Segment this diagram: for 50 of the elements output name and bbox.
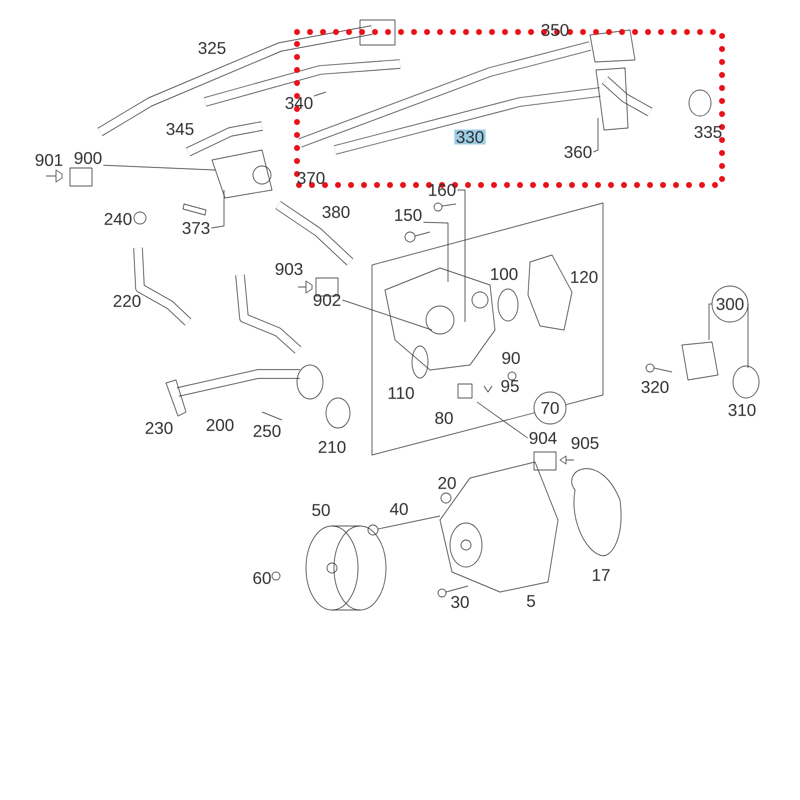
callout-number: 150 xyxy=(395,208,422,222)
callout-number: 80 xyxy=(435,412,453,424)
callout-number: 160 xyxy=(429,184,456,196)
callout-number: 900 xyxy=(74,152,102,164)
callout-number: 903 xyxy=(276,262,302,276)
callout-number: 345 xyxy=(166,122,194,136)
callout-number: 373 xyxy=(182,222,210,234)
leader-line xyxy=(103,164,216,170)
callout-number: 380 xyxy=(322,206,350,218)
callout-number: 320 xyxy=(641,380,669,394)
callout-number: 340 xyxy=(285,96,313,110)
leader-line xyxy=(476,402,528,438)
leader-line xyxy=(748,304,749,368)
callout-number: 120 xyxy=(571,270,598,284)
callout-number: 95 xyxy=(501,380,519,392)
callout-number: 220 xyxy=(114,294,141,308)
callout-number: 60 xyxy=(253,572,271,584)
callout-number: 210 xyxy=(318,440,346,454)
callout-number: 240 xyxy=(104,212,132,226)
leader-line xyxy=(211,190,224,228)
callout-number: 310 xyxy=(728,404,756,416)
callout-number: 200 xyxy=(206,418,234,432)
callout-number: 110 xyxy=(388,386,414,400)
leader-line xyxy=(457,190,466,322)
callout-number: 325 xyxy=(198,42,226,54)
circled-callout-number: 300 xyxy=(712,286,748,322)
leader-line xyxy=(342,300,432,330)
leader-line xyxy=(423,222,448,282)
callout-number: 905 xyxy=(572,436,598,450)
circled-callout-number: 70 xyxy=(534,392,566,424)
callout-number: 30 xyxy=(451,596,469,608)
callout-number: 20 xyxy=(438,476,456,490)
callout-number: 335 xyxy=(694,126,722,138)
callout-number: 360 xyxy=(564,146,592,158)
callout-number: 5 xyxy=(526,595,536,607)
callout-number: 350 xyxy=(541,24,569,36)
callout-number: 901 xyxy=(36,154,62,166)
callout-number: 370 xyxy=(297,172,325,184)
highlighted-callout-number: 330 xyxy=(454,129,486,145)
callout-number: 100 xyxy=(491,268,518,280)
callout-number: 250 xyxy=(254,424,281,438)
callout-number: 904 xyxy=(530,432,557,444)
callout-number: 90 xyxy=(502,352,520,364)
callout-number: 230 xyxy=(146,422,173,434)
callout-number: 902 xyxy=(314,294,340,306)
callout-number: 40 xyxy=(390,502,408,516)
leader-line xyxy=(708,304,712,340)
callout-number: 17 xyxy=(592,569,610,581)
callout-number: 50 xyxy=(312,504,330,516)
leader-line xyxy=(593,118,598,152)
